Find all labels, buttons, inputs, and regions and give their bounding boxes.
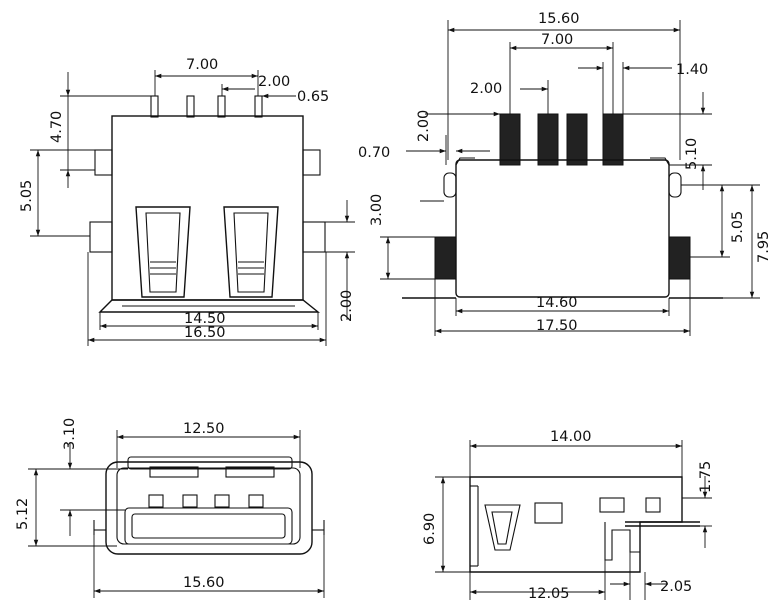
top-body-width-label: 14.60: [536, 295, 578, 311]
side-lead-height-label: 1.75: [698, 461, 714, 493]
front-inner-width-label: 14.50: [184, 311, 226, 327]
side-height-label: 6.90: [422, 513, 438, 545]
front-view: 7.00 2.00 0.65 4.70 5.05 2.00 14.50 16.5…: [19, 57, 355, 346]
top-pad-width-label: 1.40: [676, 62, 708, 78]
top-pad-length-label: 5.10: [684, 138, 700, 170]
side-lead-length-label: 2.05: [660, 579, 692, 595]
port-top-depth-label: 3.10: [62, 418, 78, 450]
top-view: 15.60 7.00 2.00 1.40 2.00 0.70 5.10 3.00: [358, 11, 772, 336]
side-lead-position-label: 12.05: [528, 586, 570, 602]
side-body: [469, 476, 683, 573]
top-tab-offset-label: 5.05: [730, 211, 746, 243]
front-pin-pitch-label: 2.00: [258, 74, 290, 90]
top-footprint-width-label: 17.50: [536, 318, 578, 334]
port-view: 12.50 3.10 5.12 15.60: [15, 418, 325, 598]
port-contacts: [148, 494, 264, 508]
top-overall-width-label: 15.60: [538, 11, 580, 27]
top-tab-span-label: 7.95: [756, 231, 772, 263]
port-opening-height-label: 5.12: [15, 498, 31, 530]
side-length-label: 14.00: [550, 429, 592, 445]
top-body: [455, 159, 670, 298]
front-pin-width-label: 0.65: [297, 89, 329, 105]
front-pin-span-label: 7.00: [186, 57, 218, 73]
front-overall-width-label: 16.50: [184, 325, 226, 341]
front-tab-height-label: 5.05: [19, 180, 35, 212]
top-pads: [434, 113, 691, 280]
top-tab-height-label: 3.00: [369, 194, 385, 226]
top-pin-span-label: 7.00: [541, 32, 573, 48]
front-base-height-label: 2.00: [339, 290, 355, 322]
port-inner-width-label: 12.50: [183, 421, 225, 437]
port-overall-width-label: 15.60: [183, 575, 225, 591]
port-body: [105, 461, 313, 555]
front-pins: [150, 95, 263, 118]
top-pad-pitch-label: 2.00: [470, 81, 502, 97]
top-pad-offset-label: 2.00: [416, 110, 432, 142]
front-pin-height-label: 4.70: [49, 111, 65, 143]
side-view: 14.00 6.90 1.75 12.05 2.05: [422, 429, 714, 602]
top-edge-gap-label: 0.70: [358, 145, 390, 161]
